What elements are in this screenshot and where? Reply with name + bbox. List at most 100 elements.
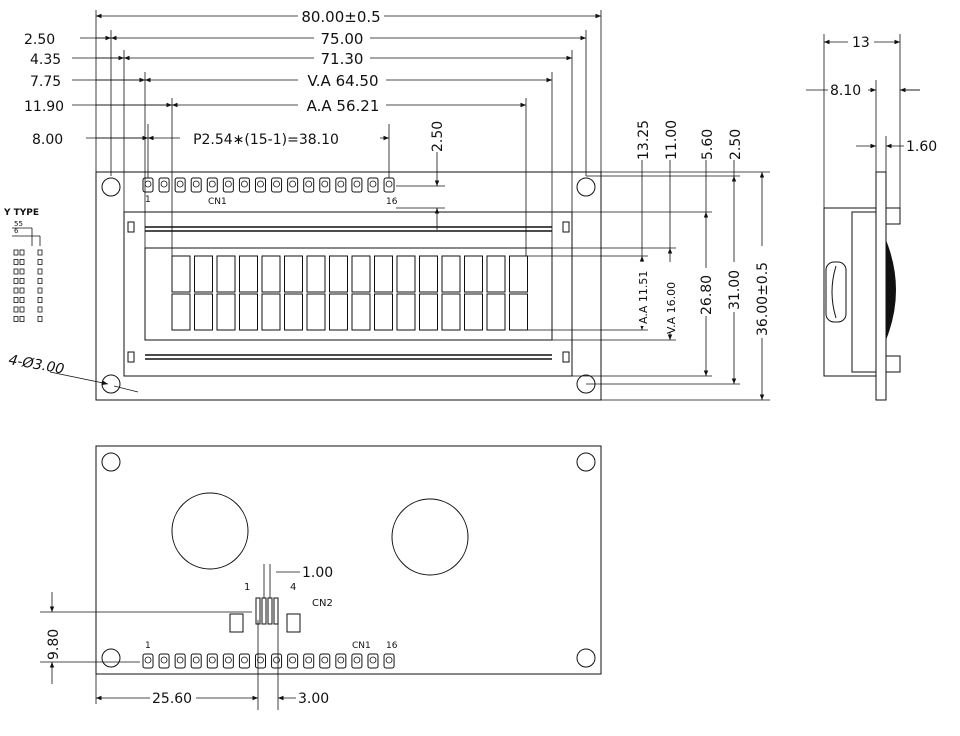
character-cell: [306, 293, 326, 331]
front-view: 80.00±0.5 75.00 71.30 V.A 64.50 A.A 56.2…: [3, 6, 771, 401]
mount-hole-top-left: [101, 177, 121, 197]
dim-offset-7-75: 7.75: [30, 74, 61, 90]
character-cell: [329, 293, 348, 331]
dim-va-height: V.A 16.00: [665, 282, 678, 334]
y-type-note: Y TYPE 55 6: [3, 208, 43, 322]
y-type-pad: [37, 268, 43, 275]
y-type-pad: [13, 306, 19, 313]
pin-pad: [383, 177, 395, 193]
pin-pad: [303, 653, 315, 669]
character-cell: [194, 255, 213, 293]
character-cell: [216, 255, 236, 293]
y-type-pad: [19, 259, 25, 265]
pin-pad: [158, 653, 170, 669]
cn1-back-label: CN1: [352, 641, 371, 651]
cn1-pin-header: [142, 177, 395, 193]
character-cell: [351, 293, 371, 331]
y-type-pad: [37, 259, 43, 265]
dim-overall-width: 80.00±0.5: [301, 8, 380, 26]
character-cell: [419, 293, 438, 331]
dim-2-50-right: 2.50: [728, 129, 744, 160]
cn2-connector: 1.00 1 4 CN2: [229, 564, 333, 633]
dim-26-80: 26.80: [699, 275, 715, 315]
cn2-last-pin: 4: [290, 582, 296, 593]
character-cell: [329, 255, 348, 293]
cn2-label: CN2: [312, 598, 333, 609]
mount-hole-top-right: [576, 177, 596, 197]
dim-offset-11-90: 11.90: [24, 99, 64, 115]
cn1-first-pin: 1: [145, 195, 151, 205]
cn2-first-pin: 1: [244, 582, 250, 593]
dim-13-25: 13.25: [636, 120, 652, 160]
dim-view-area: V.A 64.50: [307, 72, 378, 90]
back-view: 1.00 1 4 CN2 1 CN1 16 9.80 25.60 3.00: [40, 445, 602, 710]
y-type-pad: [13, 249, 19, 256]
character-cell: [441, 293, 461, 331]
y-type-pad: [37, 278, 43, 284]
y-type-pad: [19, 278, 25, 284]
character-cell: [509, 255, 528, 293]
top-dimension-labels: 80.00±0.5 75.00 71.30 V.A 64.50 A.A 56.2…: [24, 6, 446, 152]
pin-pad: [190, 177, 202, 193]
y-type-pad: [19, 287, 25, 294]
dim-overall-height: 36.00±0.5: [755, 262, 771, 336]
dim-offset-8-00: 8.00: [32, 132, 63, 148]
pin-pad: [206, 653, 218, 669]
y-type-pad: [19, 316, 25, 322]
dim-11-00: 11.00: [664, 120, 680, 160]
pin-pad: [206, 177, 218, 193]
pin-pad: [222, 653, 234, 669]
pin-pad: [174, 177, 186, 193]
character-cell: [374, 255, 393, 293]
character-cell: [284, 255, 303, 293]
pin-pad: [222, 177, 234, 193]
pin-pad: [351, 653, 363, 669]
dim-31-00: 31.00: [727, 270, 743, 310]
dim-5-60: 5.60: [700, 129, 716, 160]
pin-pad: [319, 653, 331, 669]
module-board: [95, 171, 602, 401]
pin-pad: [287, 177, 299, 193]
character-cell: [419, 255, 438, 293]
character-cell: [261, 293, 281, 331]
dim-aa-height: A.A 11.51: [637, 271, 650, 324]
y-type-pad: [37, 249, 43, 256]
dim-pcb-thickness: 1.60: [906, 139, 937, 155]
character-cell: [486, 293, 506, 331]
dim-offset-4-35: 4.35: [30, 52, 61, 68]
character-cell: [239, 255, 258, 293]
dim-cn2-pitch: 1.00: [302, 565, 333, 581]
pin-pad: [383, 653, 395, 669]
pin-pad: [335, 177, 347, 193]
character-cell: [441, 255, 461, 293]
pin-pad: [142, 653, 154, 669]
dim-frame-width: 71.30: [321, 50, 364, 68]
pin-pad: [158, 177, 170, 193]
pin-pad: [287, 653, 299, 669]
y-type-pad: [13, 316, 19, 322]
character-cell: [239, 293, 258, 331]
y-type-pad: [37, 316, 43, 322]
character-cell: [509, 293, 528, 331]
character-cell: [284, 293, 303, 331]
y-type-pad: [37, 297, 43, 303]
character-cell: [194, 293, 213, 331]
character-cell: [396, 255, 416, 293]
cob-blob-right: [391, 498, 469, 576]
dim-depth-8-10: 8.10: [830, 83, 861, 99]
character-cell: [351, 255, 371, 293]
pin-pad: [190, 653, 202, 669]
dim-pin-pitch: P2.54∗(15-1)=38.10: [193, 132, 339, 148]
cn1-label: CN1: [208, 197, 227, 207]
character-cell: [216, 293, 236, 331]
y-type-pad: [13, 297, 19, 303]
cob-blob-left: [171, 492, 249, 570]
dim-offset-3-00: 3.00: [298, 691, 329, 707]
dim-height-9-80: 9.80: [46, 629, 62, 660]
character-cell: [171, 255, 191, 293]
cn1-back-last-pin: 16: [386, 641, 398, 651]
pin-pad: [367, 177, 379, 193]
y-type-label: Y TYPE: [3, 208, 39, 218]
pin-pad: [367, 653, 379, 669]
